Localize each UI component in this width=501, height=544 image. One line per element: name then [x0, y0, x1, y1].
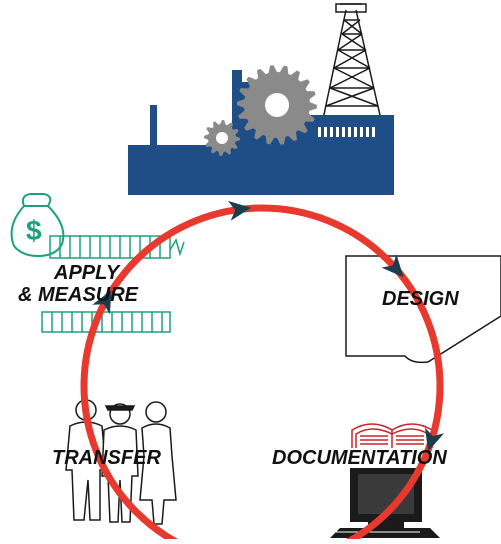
oil-derrick-icon [321, 3, 383, 125]
stage-apply-measure: APPLY & MEASURE [18, 262, 138, 306]
money-bag-icon: $ [10, 193, 65, 258]
gear-icon [204, 120, 240, 156]
factory-base [128, 145, 394, 195]
computer-icon [330, 468, 440, 538]
cash-stack-bottom [41, 311, 171, 333]
gear-hole [265, 93, 289, 117]
gear-icon [237, 65, 317, 145]
money-bag-symbol: $ [26, 215, 42, 246]
stage-design-label: DESIGN [382, 288, 459, 310]
cycle-arrowhead [92, 290, 112, 315]
stage-apply-label: APPLY [54, 262, 120, 284]
books-icon [351, 423, 433, 448]
cycle-arrows [92, 200, 445, 452]
cash-stack-top [49, 235, 185, 259]
stage-documentation-label: DOCUMENTATION [272, 447, 447, 469]
cycle-arrowhead [381, 254, 404, 278]
cycle-arrowhead [227, 200, 252, 221]
cycle-arrowhead [425, 427, 445, 452]
stage-measure-label: & MEASURE [18, 284, 139, 306]
cycle-ring [80, 204, 444, 544]
gear-hole [216, 132, 228, 144]
stage-transfer-label: TRANSFER [52, 447, 161, 469]
